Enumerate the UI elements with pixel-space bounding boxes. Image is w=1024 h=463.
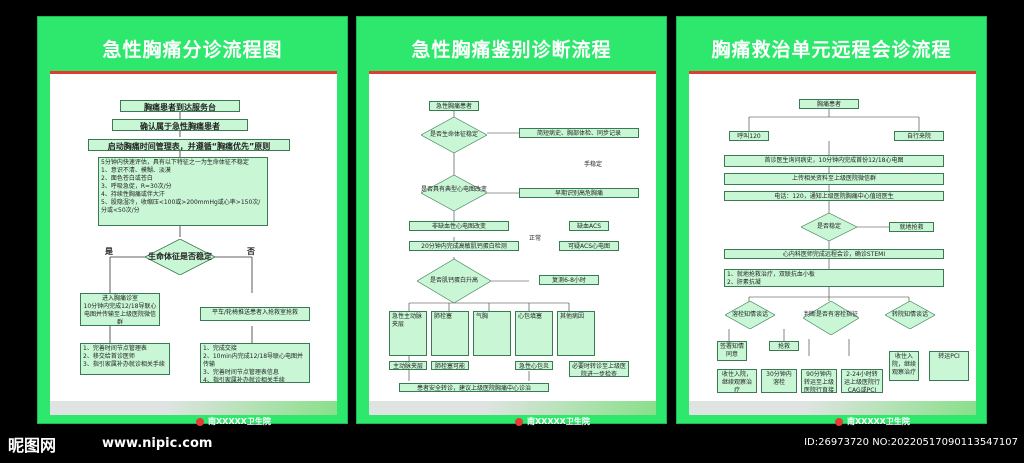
hospital-logo-icon [835, 418, 843, 426]
normal-label: 正常 [529, 235, 542, 242]
panel-title: 急性胸痛分诊流程图 [102, 39, 283, 61]
hospital-logo-icon [515, 418, 523, 426]
treatment-box: 1、就地抢救治疗，双联抗血小板 2、肝素抗凝 [724, 269, 944, 287]
confirm-box: 确认属于急性胸痛患者 [112, 119, 248, 131]
stable-steps-box: 1、完善时间节点管理表 2、移交给首诊医师 3、指引家属补办就诊相关手续 [80, 343, 170, 375]
troponin-decision: 是否肌钙蛋白升高 [417, 259, 491, 303]
footer-hospital-name: 南XXXXX卫生院 [208, 417, 271, 426]
nonischemic-box: 非缺血性心电图改变 [409, 221, 509, 231]
yes-label: 是 [105, 247, 113, 256]
chest-pain-room-box: 进入胸痛诊室 10分钟内完成12/18导联心电图并传输至上级医院微信群 [80, 293, 160, 326]
lysis-30min-box: 30分钟内溶栓 [761, 369, 797, 393]
high-risk-box: 早期识别高危胸痛 [519, 188, 639, 198]
transfer-talk-decision: 转院知情谈话 [885, 301, 935, 329]
footer-hospital-name: 南XXXXX卫生院 [847, 417, 910, 426]
transfer-box: 转运PCI [929, 351, 969, 381]
red-divider [50, 71, 337, 74]
notify-box: 电话：120，通知上级医院胸痛中心值班医生 [724, 191, 944, 201]
no-label: 否 [247, 247, 255, 256]
red-divider [369, 71, 656, 74]
watermark-logo: 昵图网 [8, 436, 57, 455]
watermark-url: www.nipic.com [102, 436, 213, 451]
onsite-rescue-box: 就地抢救 [889, 222, 934, 232]
admit-observe-box: 收住入院，继续观察治疗 [717, 369, 757, 393]
transfer-note-box: 必要时转诊至上级医院进一步检查 [569, 361, 629, 377]
stability-decision: 生命体征是否稳定 [145, 239, 215, 275]
stemi-box: 缺血ACS [569, 221, 609, 231]
red-divider [689, 71, 976, 74]
troponin-box: 20分钟内完成高敏肌钙蛋白检测 [409, 241, 519, 251]
admit-box: 收住入院，继续观察治疗 [889, 351, 919, 381]
watermark-id: ID:26973720 NO:20220517090113547107 [804, 437, 1018, 448]
start-box: 胸痛患者 [799, 99, 859, 109]
pci-90min-box: 90分钟内转运至上级医院行直接PCI [801, 369, 837, 393]
flowchart-sheet: 胸痛患者 呼叫120 自行来院 首诊医生询问病史，10分钟内完成首份12/18心… [689, 71, 976, 401]
assessment-box: 5分钟内快速评估，具有以下特征之一为生命体征不稳定 1、意识不清、模糊、淡漠 2… [98, 157, 268, 226]
first-ecg-box: 首诊医生询问病史，10分钟内完成首份12/18心电图 [724, 155, 944, 167]
panel-triage: 急性胸痛分诊流程图 胸痛患者到达服务台 确认属于急性胸痛患者 启动胸痛时间管理表… [37, 16, 348, 426]
tamponade-box: 心包填塞 [515, 311, 553, 356]
unstable-steps-box: 1、完成交接 2、10min内完成12/18导联心电图并传输 3、完善时间节点管… [200, 343, 310, 383]
footer-hospital-name: 南XXXXX卫生院 [527, 417, 590, 426]
flowchart-sheet: 胸痛患者到达服务台 确认属于急性胸痛患者 启动胸痛时间管理表，并遵循“胸痛优先”… [50, 71, 337, 401]
pe-possible-box: 肺栓塞可能 [431, 361, 469, 370]
final-transfer-box: 患者安全转诊，建议上级医院胸痛中心诊治 [399, 383, 549, 392]
history-box: 简短病史、胸部体检、同步记录 [519, 128, 639, 138]
lysis-indication-decision: 判断是否有溶栓指征 [803, 301, 859, 335]
rescue-room-box: 平车/轮椅推送患者入抢救室抢救 [200, 307, 310, 321]
aortic-box: 主动脉夹层 [389, 361, 427, 370]
panel-remote-consult: 胸痛救治单元远程会诊流程 [676, 16, 987, 426]
upload-box: 上传相关资料至上级医院微信群 [724, 173, 944, 185]
flow-lines [109, 112, 253, 343]
stemi-confirm-box: 心内科医师完成远程会诊，确诊STEMI [724, 249, 944, 259]
other-box: 其他病因 [557, 311, 595, 356]
footer-strip [50, 401, 337, 415]
start-box: 急性胸痛患者 [429, 101, 479, 111]
start-box: 启动胸痛时间管理表，并遵循“胸痛优先”原则 [88, 139, 290, 151]
rescue-box: 抢救 [769, 341, 799, 351]
lysis-talk-decision: 溶栓知情谈话 [725, 301, 775, 329]
cag-24h-box: 2-24小时转运上级医院行CAG或PCI [841, 369, 883, 393]
stable-decision: 是否生命体征稳定 [421, 117, 487, 153]
self-arrival-box: 自行来院 [894, 131, 944, 141]
ecg-decision: 是否具有典型心电图改变 [421, 175, 487, 211]
consent-box: 签署知情同意 [717, 341, 747, 361]
arrival-box: 胸痛患者到达服务台 [120, 100, 240, 112]
panel-title: 胸痛救治单元远程会诊流程 [711, 39, 952, 61]
flowchart-sheet: 急性胸痛患者 是否生命体征稳定 简短病史、胸部体检、同步记录 手稳定 是否具有典… [369, 71, 656, 401]
unstable-label: 手稳定 [584, 161, 603, 168]
panel-diagnosis: 急性胸痛鉴别诊断流程 急性胸痛患者 [356, 16, 667, 426]
pneumothorax-box: 气胸 [473, 311, 511, 356]
footer-strip [369, 401, 656, 415]
stable-decision: 是否稳定 [801, 213, 857, 241]
dissection-box: 急性主动脉夹层 [389, 311, 427, 356]
footer-strip [689, 401, 976, 415]
pe-box: 肺栓塞 [431, 311, 469, 356]
panel-title: 急性胸痛鉴别诊断流程 [411, 39, 612, 61]
call-120-box: 呼叫120 [729, 131, 769, 141]
suspect-acs-box: 可疑ACS心电图 [559, 241, 619, 251]
pericarditis-box: 急性心包炎 [515, 361, 553, 370]
retest-box: 复测6-8小时 [539, 275, 599, 285]
hospital-logo-icon [196, 418, 204, 426]
